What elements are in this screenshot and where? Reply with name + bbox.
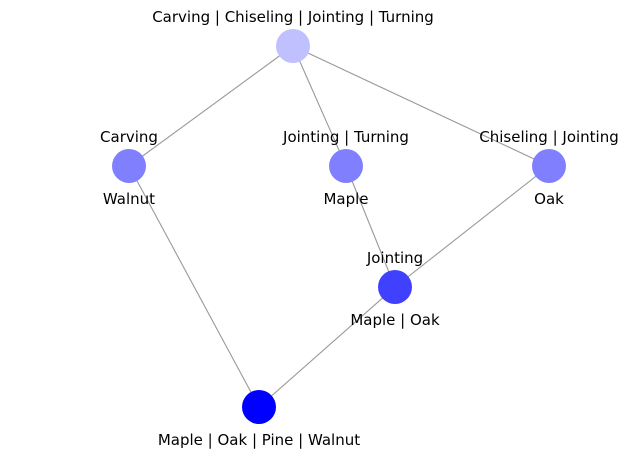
edge-top-n1 <box>128 45 294 167</box>
node-n3-object-label: Oak <box>534 190 564 208</box>
node-top <box>276 29 310 63</box>
edge-n4-bottom <box>258 286 396 408</box>
node-n4-attribute-label: Jointing <box>366 249 423 267</box>
node-n4 <box>378 270 412 304</box>
node-n1-attribute-label: Carving <box>100 128 158 146</box>
node-top-attribute-label: Carving | Chiseling | Jointing | Turning <box>152 8 434 26</box>
node-bottom <box>242 390 276 424</box>
node-n2-attribute-label: Jointing | Turning <box>282 128 409 146</box>
edge-layer <box>128 45 550 408</box>
edge-top-n3 <box>292 45 550 167</box>
node-n3 <box>532 149 566 183</box>
label-layer: Carving | Chiseling | Jointing | Turning… <box>100 8 619 449</box>
node-bottom-object-label: Maple | Oak | Pine | Walnut <box>158 431 360 449</box>
node-n2 <box>329 149 363 183</box>
edge-n1-bottom <box>128 165 260 408</box>
node-n3-attribute-label: Chiseling | Jointing <box>479 128 619 146</box>
node-n1 <box>112 149 146 183</box>
edge-top-n2 <box>292 45 347 167</box>
node-n1-object-label: Walnut <box>103 190 155 208</box>
node-layer <box>112 29 566 424</box>
edge-n3-n4 <box>394 165 550 288</box>
node-n2-object-label: Maple <box>323 190 368 208</box>
node-n4-object-label: Maple | Oak <box>350 311 440 329</box>
edge-n2-n4 <box>345 165 396 288</box>
